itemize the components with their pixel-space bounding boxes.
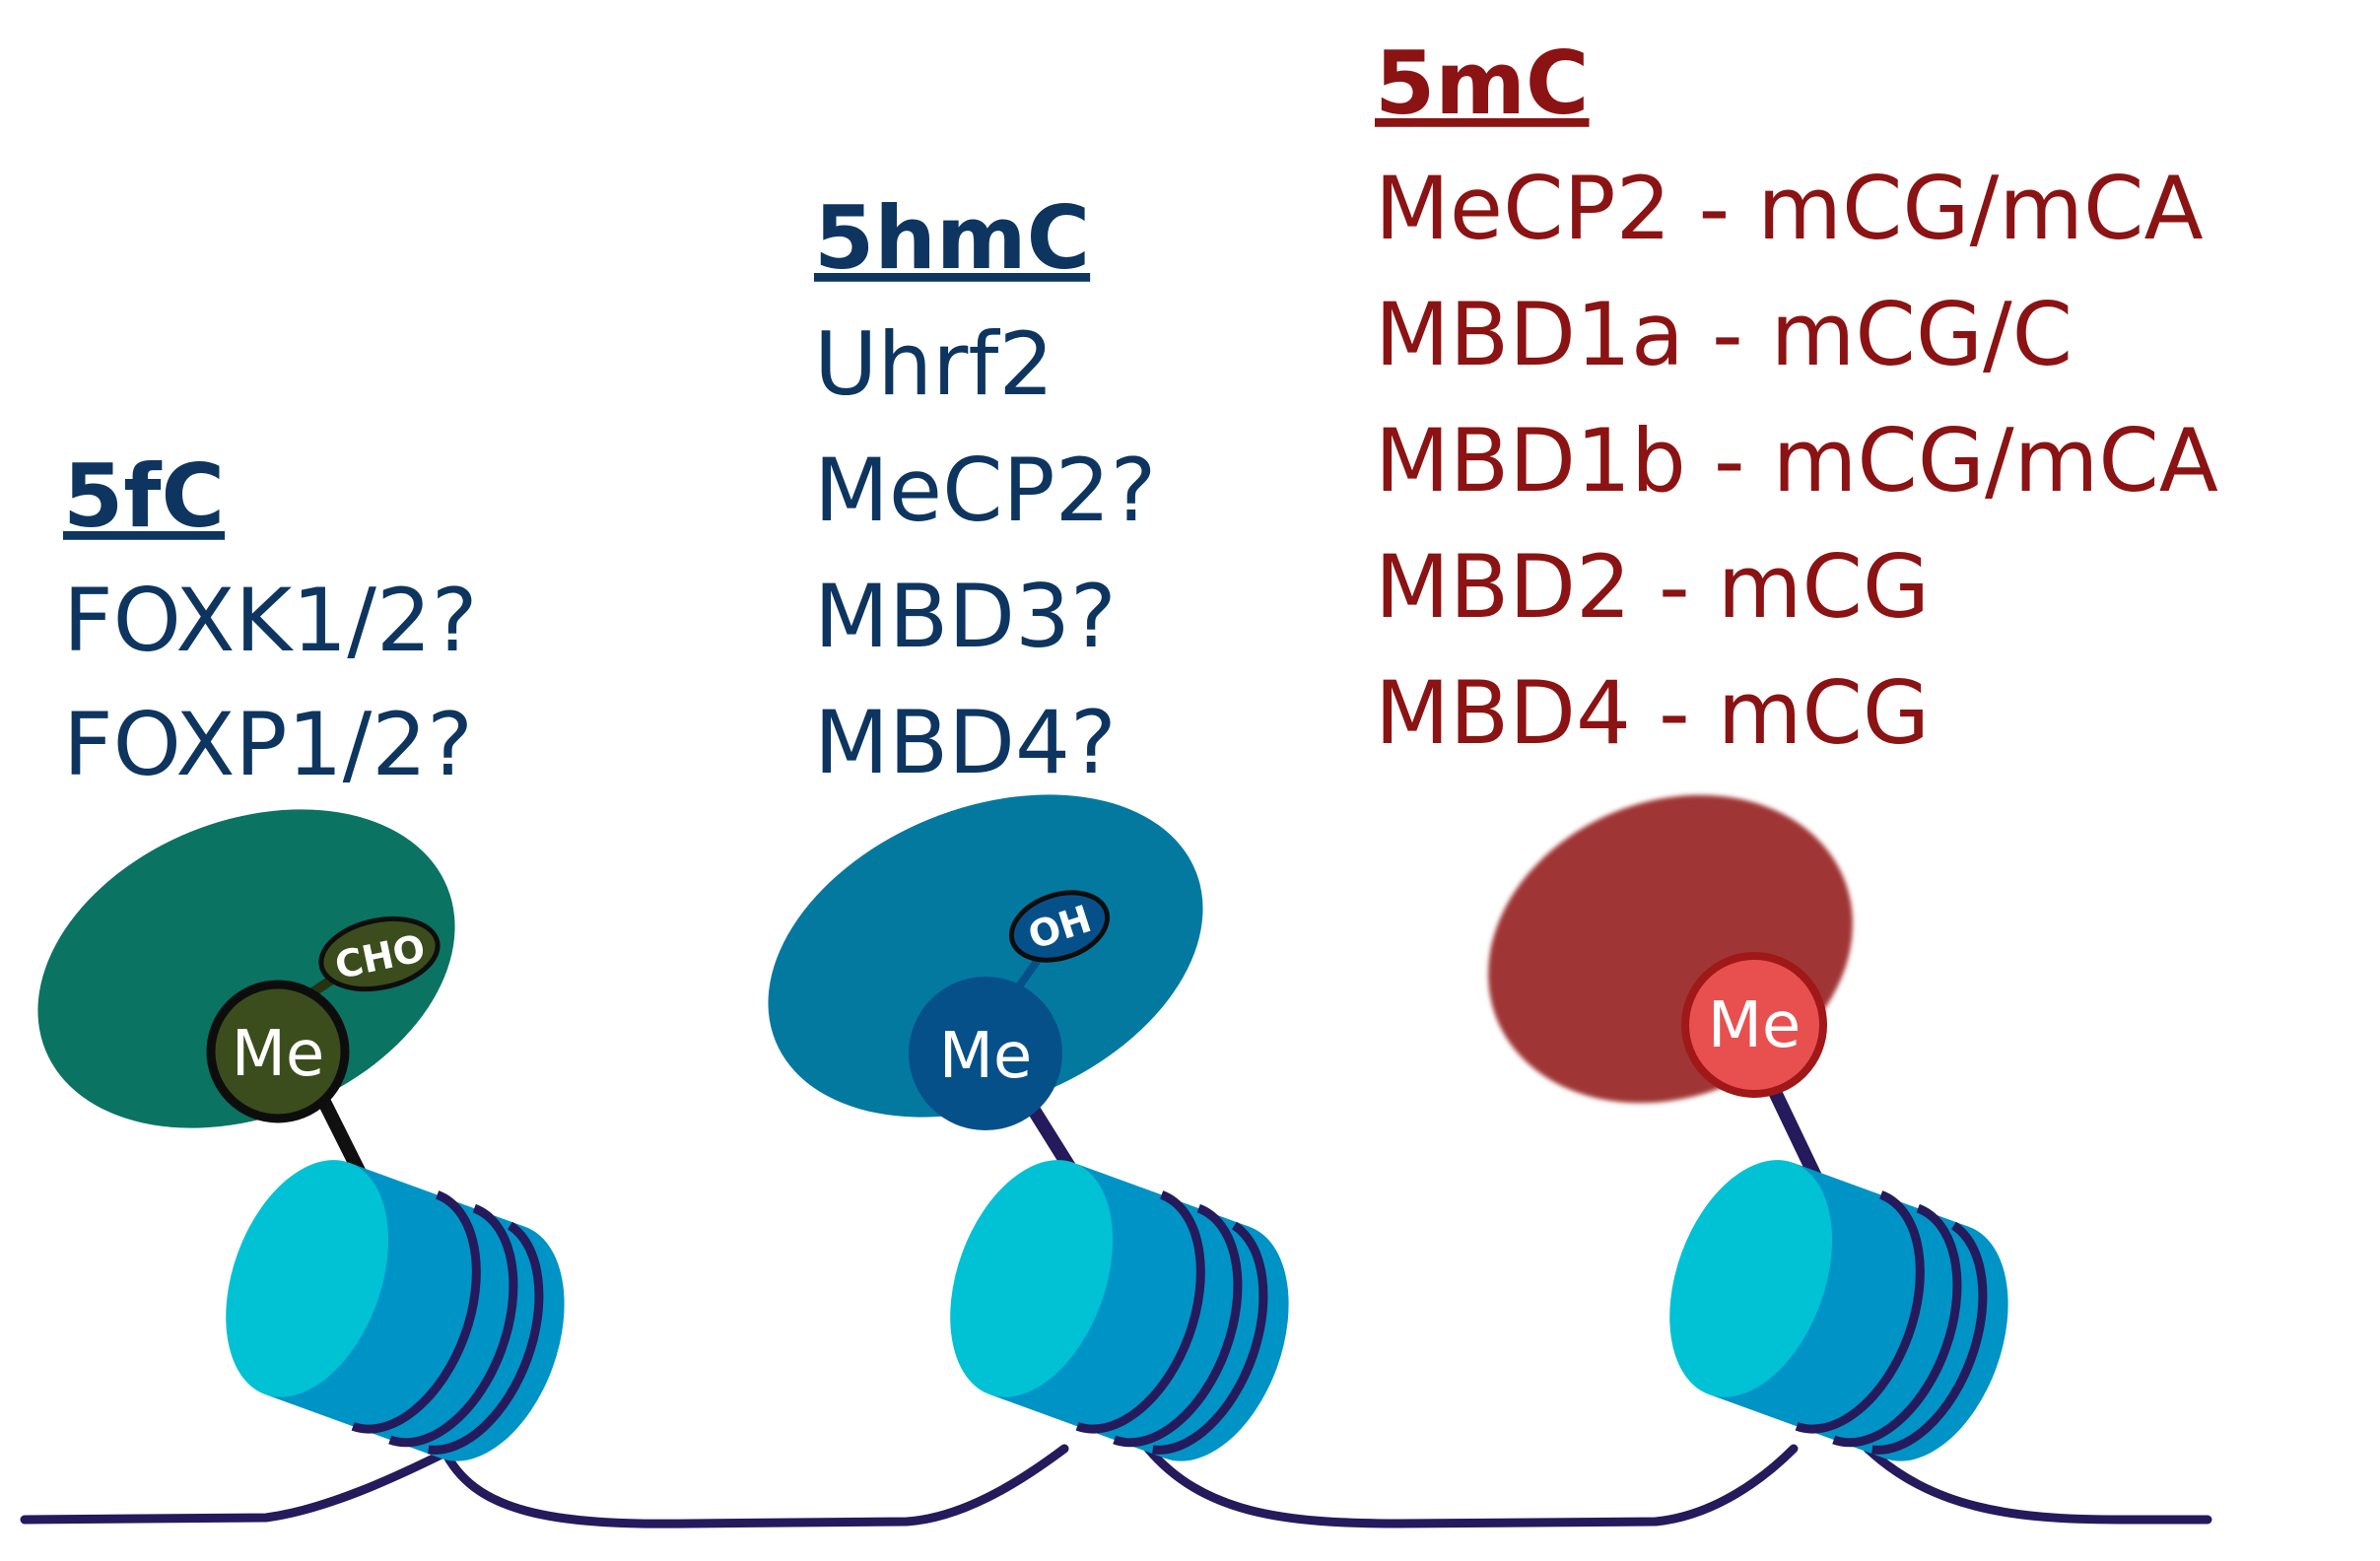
nucleosome — [226, 1160, 565, 1461]
heading-5mc: 5mC — [1375, 33, 1590, 134]
methyl-mark — [206, 980, 350, 1123]
reader-item: FOXK1/2? — [63, 570, 478, 671]
reader-item: MBD4 - mCG — [1375, 662, 1930, 764]
methyl-label: Me — [232, 1018, 325, 1091]
reader-item: MBD2 - mCG — [1375, 536, 1930, 638]
methyl-mark — [1681, 952, 1827, 1098]
methyl-mark — [909, 977, 1062, 1130]
reader-item: MBD1b - mCG/mCA — [1375, 410, 2218, 511]
group-5mc: 5mC MeCP2 - mCG/mCA MBD1a - mCG/C MBD1b … — [1375, 33, 2218, 1461]
reader-item: MBD3? — [814, 566, 1117, 667]
reader-protein-blob — [37, 809, 455, 1128]
heading-5hmc: 5hmC — [814, 187, 1090, 289]
reader-item: MBD4? — [814, 692, 1117, 793]
methyl-label: Me — [939, 1020, 1033, 1093]
group-5hmc: 5hmC Uhrf2 MeCP2? MBD3? MBD4? Me OH — [768, 187, 1289, 1461]
dna-strand — [20, 1444, 2212, 1528]
reader-protein-blob — [1488, 794, 1853, 1104]
reader-item: MeCP2 - mCG/mCA — [1375, 158, 2204, 259]
methyl-label: Me — [1708, 989, 1802, 1062]
nucleosome — [950, 1160, 1289, 1461]
heading-5fc: 5fC — [63, 445, 225, 547]
group-5fc: 5fC FOXK1/2? FOXP1/2? Me CHO — [37, 445, 565, 1461]
reader-item: MeCP2? — [814, 440, 1156, 541]
reader-item: FOXP1/2? — [63, 694, 473, 795]
hydroxyl-tag — [1008, 890, 1111, 963]
reader-item: Uhrf2 — [814, 313, 1054, 415]
reader-item: MBD1a - mCG/C — [1375, 284, 2073, 385]
nucleosome — [1669, 1160, 2008, 1461]
formyl-tag — [318, 916, 441, 992]
reader-protein-blob — [768, 794, 1203, 1118]
